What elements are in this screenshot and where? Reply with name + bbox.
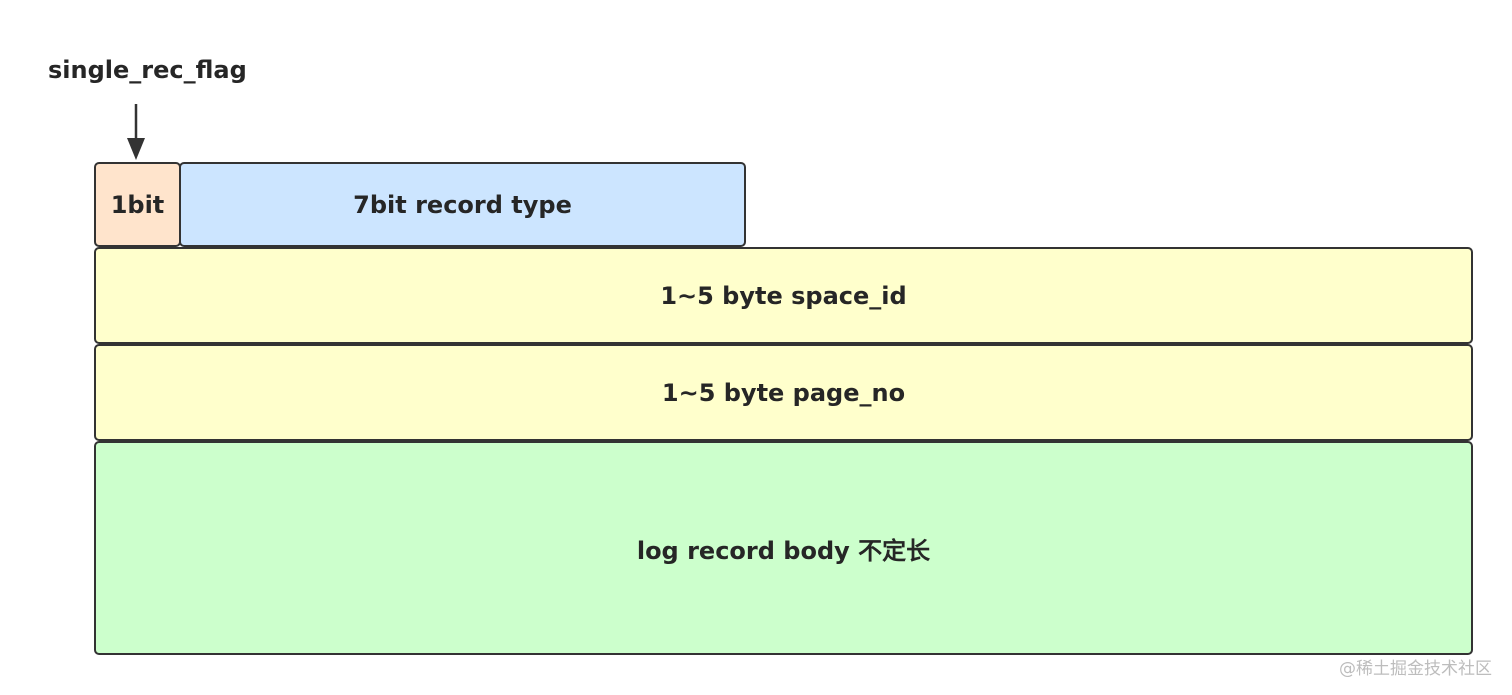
flag-field-label: 1bit xyxy=(110,190,165,219)
flag-field-box: 1bit xyxy=(94,162,181,247)
record-type-field-box: 7bit record type xyxy=(179,162,746,247)
page-no-field-label: 1~5 byte page_no xyxy=(661,378,906,407)
record-type-field-label: 7bit record type xyxy=(353,190,572,219)
log-record-body-label: log record body 不定长 xyxy=(636,536,931,565)
down-arrow-icon xyxy=(127,104,145,160)
space-id-field-box: 1~5 byte space_id xyxy=(94,247,1473,344)
watermark-text: @稀土掘金技术社区 xyxy=(1339,659,1492,679)
single-rec-flag-label: single_rec_flag xyxy=(48,56,247,84)
page-no-field-box: 1~5 byte page_no xyxy=(94,344,1473,441)
space-id-field-label: 1~5 byte space_id xyxy=(660,281,907,310)
log-record-body-box: log record body 不定长 xyxy=(94,441,1473,655)
